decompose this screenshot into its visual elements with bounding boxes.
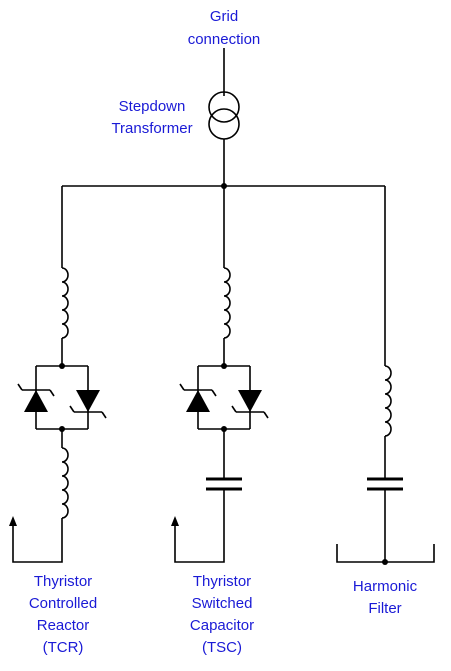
filter-node: [382, 559, 388, 565]
tsc-label-line-2: Switched: [192, 595, 253, 612]
transformer-primary: [208, 91, 240, 123]
grid-label-line-1: Grid: [210, 8, 238, 25]
tcr-thyristor-right: [69, 390, 107, 419]
tcr-label-line-3: Reactor: [37, 617, 90, 634]
tcr-return: [12, 518, 63, 563]
tcr-return-arrow: [9, 516, 17, 526]
tsc-return: [174, 489, 225, 563]
transformer-label-line-2: Transformer: [111, 120, 192, 137]
tsc-inductor: [223, 267, 231, 339]
tcr-thyristor-left: [17, 383, 55, 412]
tsc-thyristor-left: [179, 383, 217, 412]
tcr-label-line-2: Controlled: [29, 595, 97, 612]
filter-inductor: [384, 365, 392, 437]
tsc-label-line-3: Capacitor: [190, 617, 254, 634]
filter-branch: [336, 186, 435, 565]
tcr-lower-inductor: [61, 447, 69, 519]
tsc-return-arrow: [171, 516, 179, 526]
tsc-label-line-1: Thyristor: [193, 573, 251, 590]
tcr-upper-inductor: [61, 267, 69, 339]
tcr-branch: [9, 186, 107, 563]
tcr-label-line-4: (TCR): [43, 639, 84, 656]
tcr-label-line-1: Thyristor: [34, 573, 92, 590]
tsc-label-line-4: (TSC): [202, 639, 242, 656]
grid-label-line-2: connection: [188, 31, 261, 48]
filter-label-line-1: Harmonic: [353, 578, 418, 595]
transformer-label-line-1: Stepdown: [119, 98, 186, 115]
transformer-secondary: [208, 108, 240, 140]
tsc-thyristor-right: [231, 390, 269, 419]
filter-label-line-2: Filter: [368, 600, 401, 617]
tsc-branch: [171, 186, 269, 563]
